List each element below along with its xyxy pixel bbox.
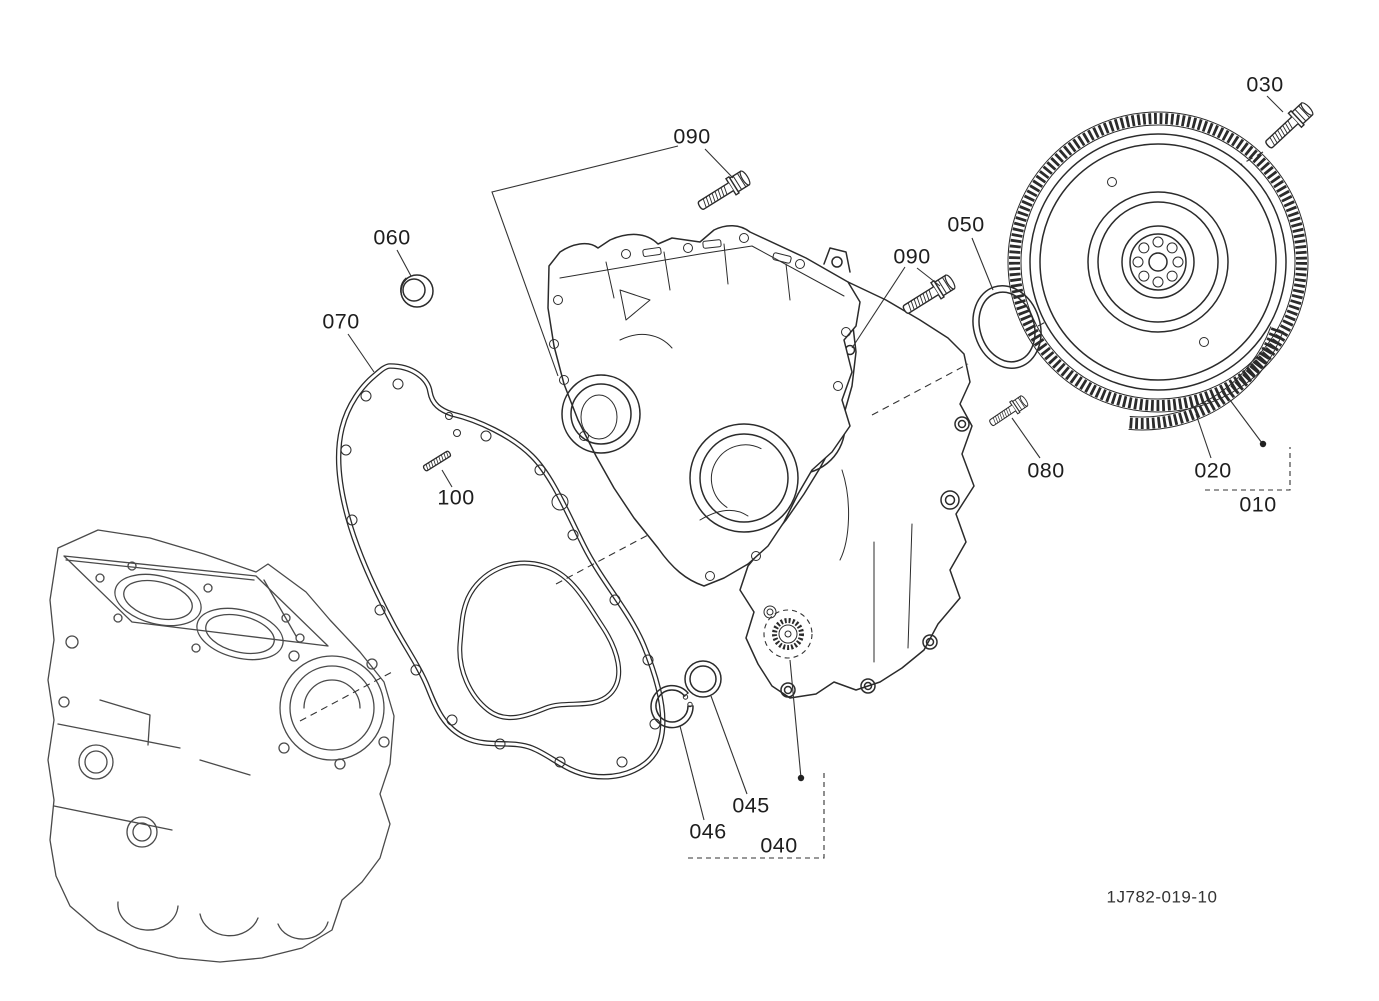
callout-020: 020 (1194, 459, 1231, 483)
housing-top-tab (823, 247, 851, 273)
cylinder-bore (196, 607, 284, 661)
crankshaft-bore (278, 650, 390, 770)
bolt-080 (986, 393, 1031, 430)
o-ring-050 (972, 285, 1042, 369)
callout-090-side: 090 (893, 245, 930, 269)
cylinder-bore (114, 573, 202, 627)
cover-main-bore (689, 423, 799, 533)
bolt-030 (1260, 99, 1317, 154)
callout-060: 060 (373, 226, 410, 250)
leader-lines (347, 95, 1284, 821)
cover-triangle-mark (619, 289, 651, 321)
callout-090-top: 090 (673, 125, 710, 149)
callout-100: 100 (437, 486, 474, 510)
bolt-090-side (898, 271, 959, 320)
cover-bolt-holes (549, 233, 851, 581)
o-ring-045 (684, 660, 722, 698)
ring-gear-teeth (1009, 113, 1307, 411)
plug-060 (400, 274, 434, 308)
flywheel-bolt-holes (1132, 236, 1184, 288)
callout-045: 045 (732, 794, 769, 818)
cover-ribs (605, 243, 791, 521)
callout-030: 030 (1246, 73, 1283, 97)
callout-050: 050 (947, 213, 984, 237)
gear-case-cover (547, 225, 861, 587)
housing-ribs (839, 469, 913, 663)
group-brackets (688, 440, 1291, 859)
callout-046: 046 (689, 820, 726, 844)
cylinder-deck (63, 555, 329, 661)
bolt-090-top (693, 167, 754, 216)
cover-side-boss (561, 374, 641, 454)
callout-080: 080 (1027, 459, 1064, 483)
block-casting-lines (53, 579, 329, 940)
flywheel (1007, 111, 1309, 413)
ring-gear-depth-band (1128, 326, 1284, 431)
flywheel-assembly (1007, 111, 1309, 431)
gasket-bolt-holes (340, 378, 661, 768)
drawing-number: 1J782-019-10 (1107, 887, 1218, 906)
callout-070: 070 (322, 310, 359, 334)
oil-seal-gear-detail (763, 605, 813, 659)
housing-bosses (780, 416, 970, 698)
engine-block (47, 529, 395, 963)
cover-flange-slots (642, 239, 792, 264)
callout-040: 040 (760, 834, 797, 858)
gear-case-gasket (335, 363, 666, 780)
core-plugs (58, 635, 158, 848)
callout-010: 010 (1239, 493, 1276, 517)
snap-ring-046 (650, 684, 694, 729)
